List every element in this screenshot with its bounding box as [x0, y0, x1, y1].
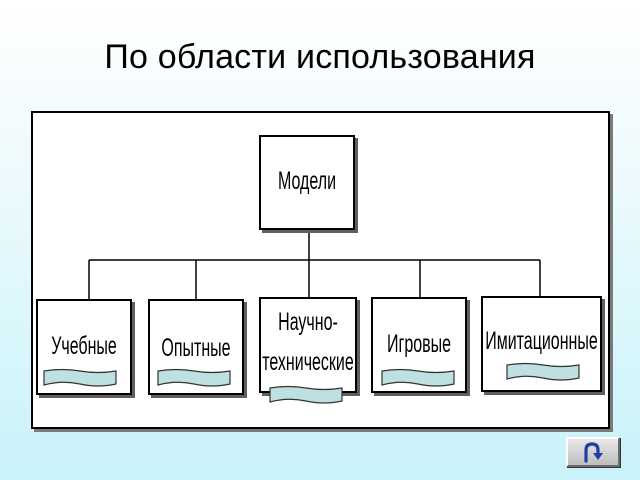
tag-nauchno-tekhnicheskie[interactable]: [268, 385, 344, 405]
slide-title: По области использования: [104, 38, 536, 76]
node-imitatsionnye-label: Имитационные: [485, 329, 598, 356]
node-nauchno-label-line2: технические: [262, 350, 354, 377]
return-button[interactable]: [566, 437, 620, 467]
tag-imitatsionnye[interactable]: [505, 362, 581, 382]
node-imitatsionnye: Имитационные: [481, 296, 602, 392]
node-igrovye-label: Игровые: [386, 332, 452, 359]
u-turn-arrow-icon: [584, 442, 603, 463]
tag-opytnye[interactable]: [156, 368, 232, 388]
node-nauchno-tekhnicheskie: Научно- технические: [259, 297, 357, 393]
tag-igrovye[interactable]: [380, 368, 456, 388]
node-modeli-label: Модели: [277, 169, 337, 196]
node-nauchno-label-line1: Научно-: [278, 310, 338, 337]
node-opytnye-label: Опытные: [161, 336, 231, 363]
tag-uchebnye[interactable]: [42, 368, 118, 388]
node-uchebnye-label: Учебные: [51, 334, 117, 361]
node-modeli: Модели: [259, 135, 355, 230]
